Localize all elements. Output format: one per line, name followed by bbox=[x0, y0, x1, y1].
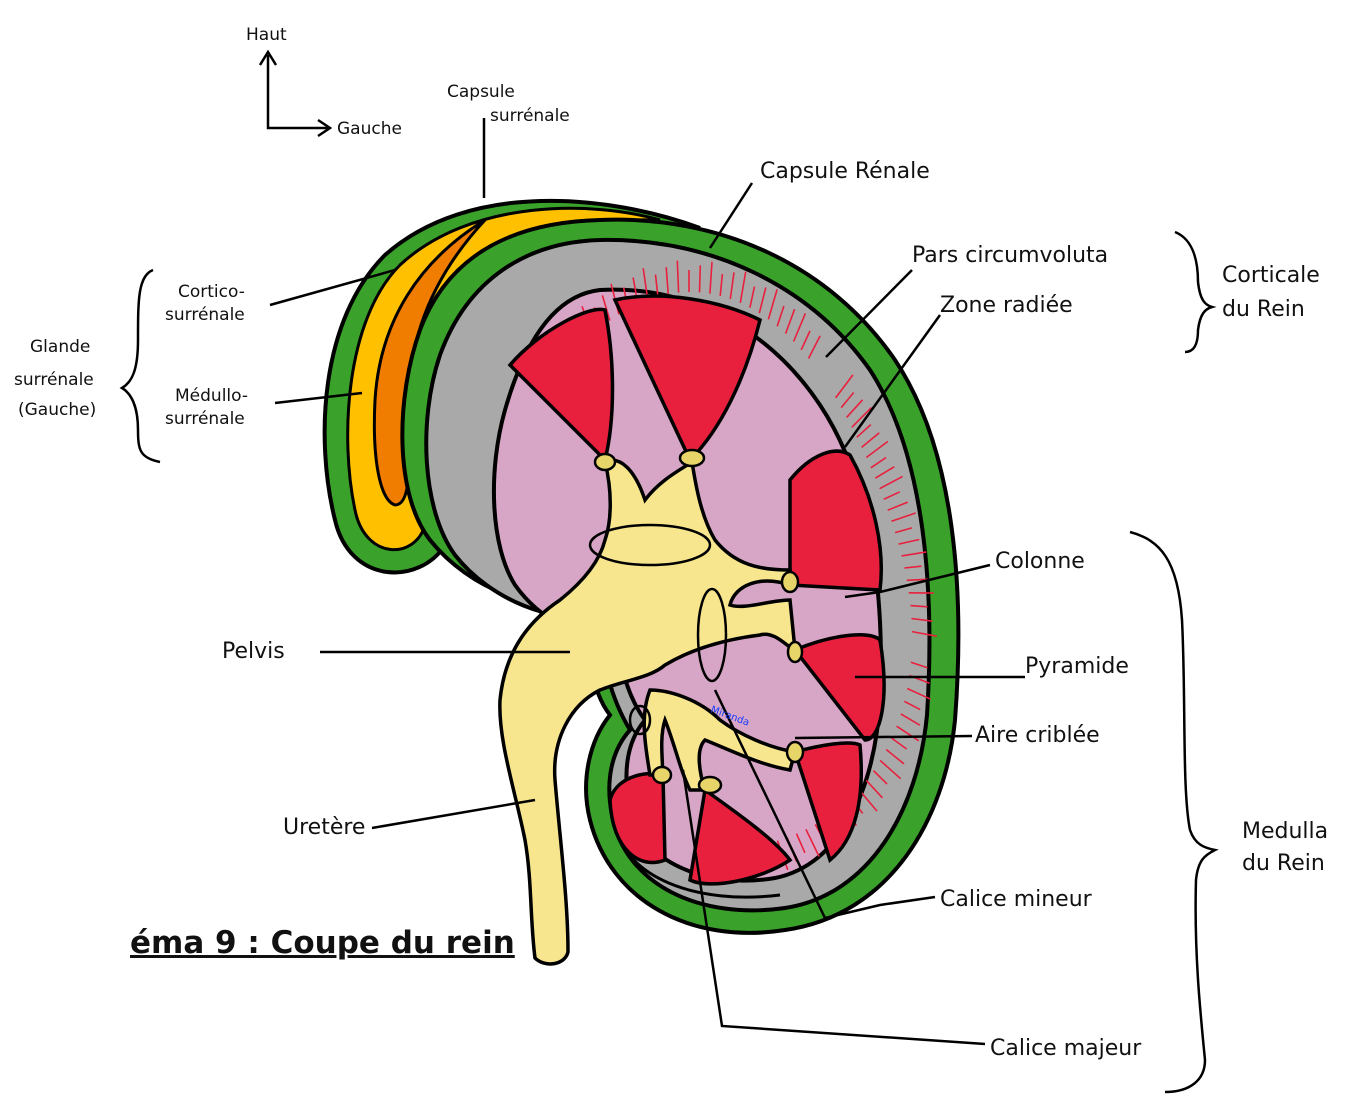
label-pyramide: Pyramide bbox=[1025, 654, 1129, 679]
label-pelvis: Pelvis bbox=[222, 639, 285, 664]
label-haut: Haut bbox=[246, 25, 287, 45]
label-glande-3: (Gauche) bbox=[18, 400, 96, 420]
label-calice-mineur: Calice mineur bbox=[940, 887, 1093, 912]
striation bbox=[700, 265, 701, 292]
label-pars-circumvoluta: Pars circumvoluta bbox=[912, 243, 1108, 268]
brace-glande bbox=[122, 270, 160, 462]
papilla-4 bbox=[788, 642, 802, 662]
label-capsule-renale: Capsule Rénale bbox=[760, 159, 930, 184]
papilla-3 bbox=[782, 572, 798, 592]
brace-medulla bbox=[1130, 532, 1215, 1092]
label-colonne: Colonne bbox=[995, 549, 1085, 574]
orientation-arrowheads bbox=[260, 52, 330, 136]
label-uretere: Uretère bbox=[283, 815, 365, 840]
label-zone-radiee: Zone radiée bbox=[940, 293, 1073, 318]
papilla-1 bbox=[595, 454, 615, 470]
brace-corticale bbox=[1175, 232, 1212, 352]
label-medulla-1: Medulla bbox=[1242, 819, 1328, 844]
papilla-7 bbox=[653, 767, 671, 783]
label-corticale-1: Corticale bbox=[1222, 263, 1320, 288]
label-calice-majeur: Calice majeur bbox=[990, 1036, 1142, 1061]
papilla-6 bbox=[699, 777, 721, 793]
label-capsule-surrenale-1: Capsule bbox=[447, 82, 515, 102]
label-capsule-surrenale-2: surrénale bbox=[490, 106, 570, 126]
orientation-arrow bbox=[268, 55, 328, 128]
label-corticale-2: du Rein bbox=[1222, 297, 1305, 322]
figure-title: éma 9 : Coupe du rein bbox=[130, 925, 515, 961]
label-aire-criblee: Aire criblée bbox=[975, 723, 1100, 748]
papilla-2 bbox=[680, 450, 704, 466]
label-cortico-1: Cortico- bbox=[178, 282, 245, 302]
label-cortico-2: surrénale bbox=[165, 305, 245, 325]
label-medullo-2: surrénale bbox=[165, 409, 245, 429]
leader-uretere bbox=[372, 800, 535, 828]
label-medullo-1: Médullo- bbox=[175, 386, 248, 406]
label-gauche: Gauche bbox=[337, 119, 402, 139]
label-glande-2: surrénale bbox=[14, 370, 94, 390]
label-medulla-2: du Rein bbox=[1242, 851, 1325, 876]
papilla-5 bbox=[787, 742, 803, 762]
label-glande-1: Glande bbox=[30, 337, 90, 357]
